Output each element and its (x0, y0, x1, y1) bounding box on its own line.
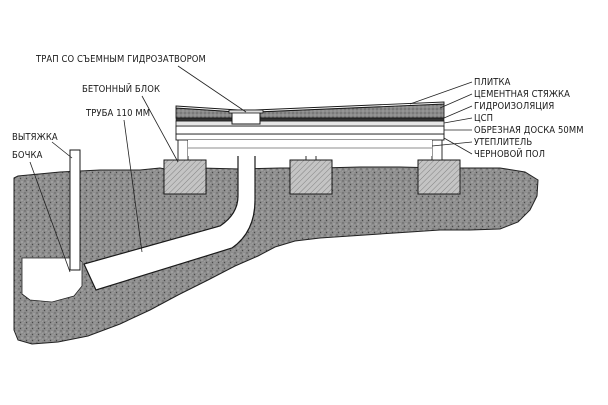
concrete-block-3 (417, 159, 461, 195)
subfloor-beam (175, 133, 445, 141)
leader-trap (177, 65, 247, 113)
label-screed: ЦЕМЕНТНАЯ СТЯЖКА (474, 89, 570, 100)
drain-trap (231, 111, 261, 125)
board-layer (175, 125, 445, 135)
label-barrel: БОЧКА (12, 150, 43, 161)
label-vent: ВЫТЯЖКА (12, 132, 58, 143)
concrete-block-2 (289, 159, 333, 195)
leader-screed (439, 93, 473, 109)
vent-pipe (69, 149, 81, 271)
leader-tile (409, 81, 473, 105)
concrete-block-1 (163, 159, 207, 195)
csp-layer (175, 120, 445, 127)
leader-waterproofing (443, 105, 473, 119)
label-concrete-block: БЕТОННЫЙ БЛОК (82, 83, 160, 95)
leader-vent (51, 141, 73, 159)
label-board: ОБРЕЗНАЯ ДОСКА 50ММ (474, 125, 584, 136)
leader-concrete-block (141, 95, 179, 163)
label-waterproofing: ГИДРОИЗОЛЯЦИЯ (474, 101, 554, 112)
drain-grate (228, 109, 264, 114)
label-pipe: ТРУБА 110 ММ (85, 108, 150, 119)
label-insulation: УТЕПЛИТЕЛЬ (474, 137, 532, 148)
label-trap: ТРАП СО СЪЕМНЫМ ГИДРОЗАТВОРОМ (35, 54, 206, 65)
leader-insulation (431, 141, 473, 147)
leader-subfloor (443, 137, 473, 155)
label-subfloor: ЧЕРНОВОЙ ПОЛ (474, 148, 545, 160)
drain-pipe (83, 123, 256, 291)
leader-barrel (29, 161, 71, 273)
leader-pipe (123, 119, 143, 253)
leader-csp (443, 117, 473, 124)
label-csp: ЦСП (474, 113, 493, 124)
label-tile: ПЛИТКА (474, 77, 511, 88)
